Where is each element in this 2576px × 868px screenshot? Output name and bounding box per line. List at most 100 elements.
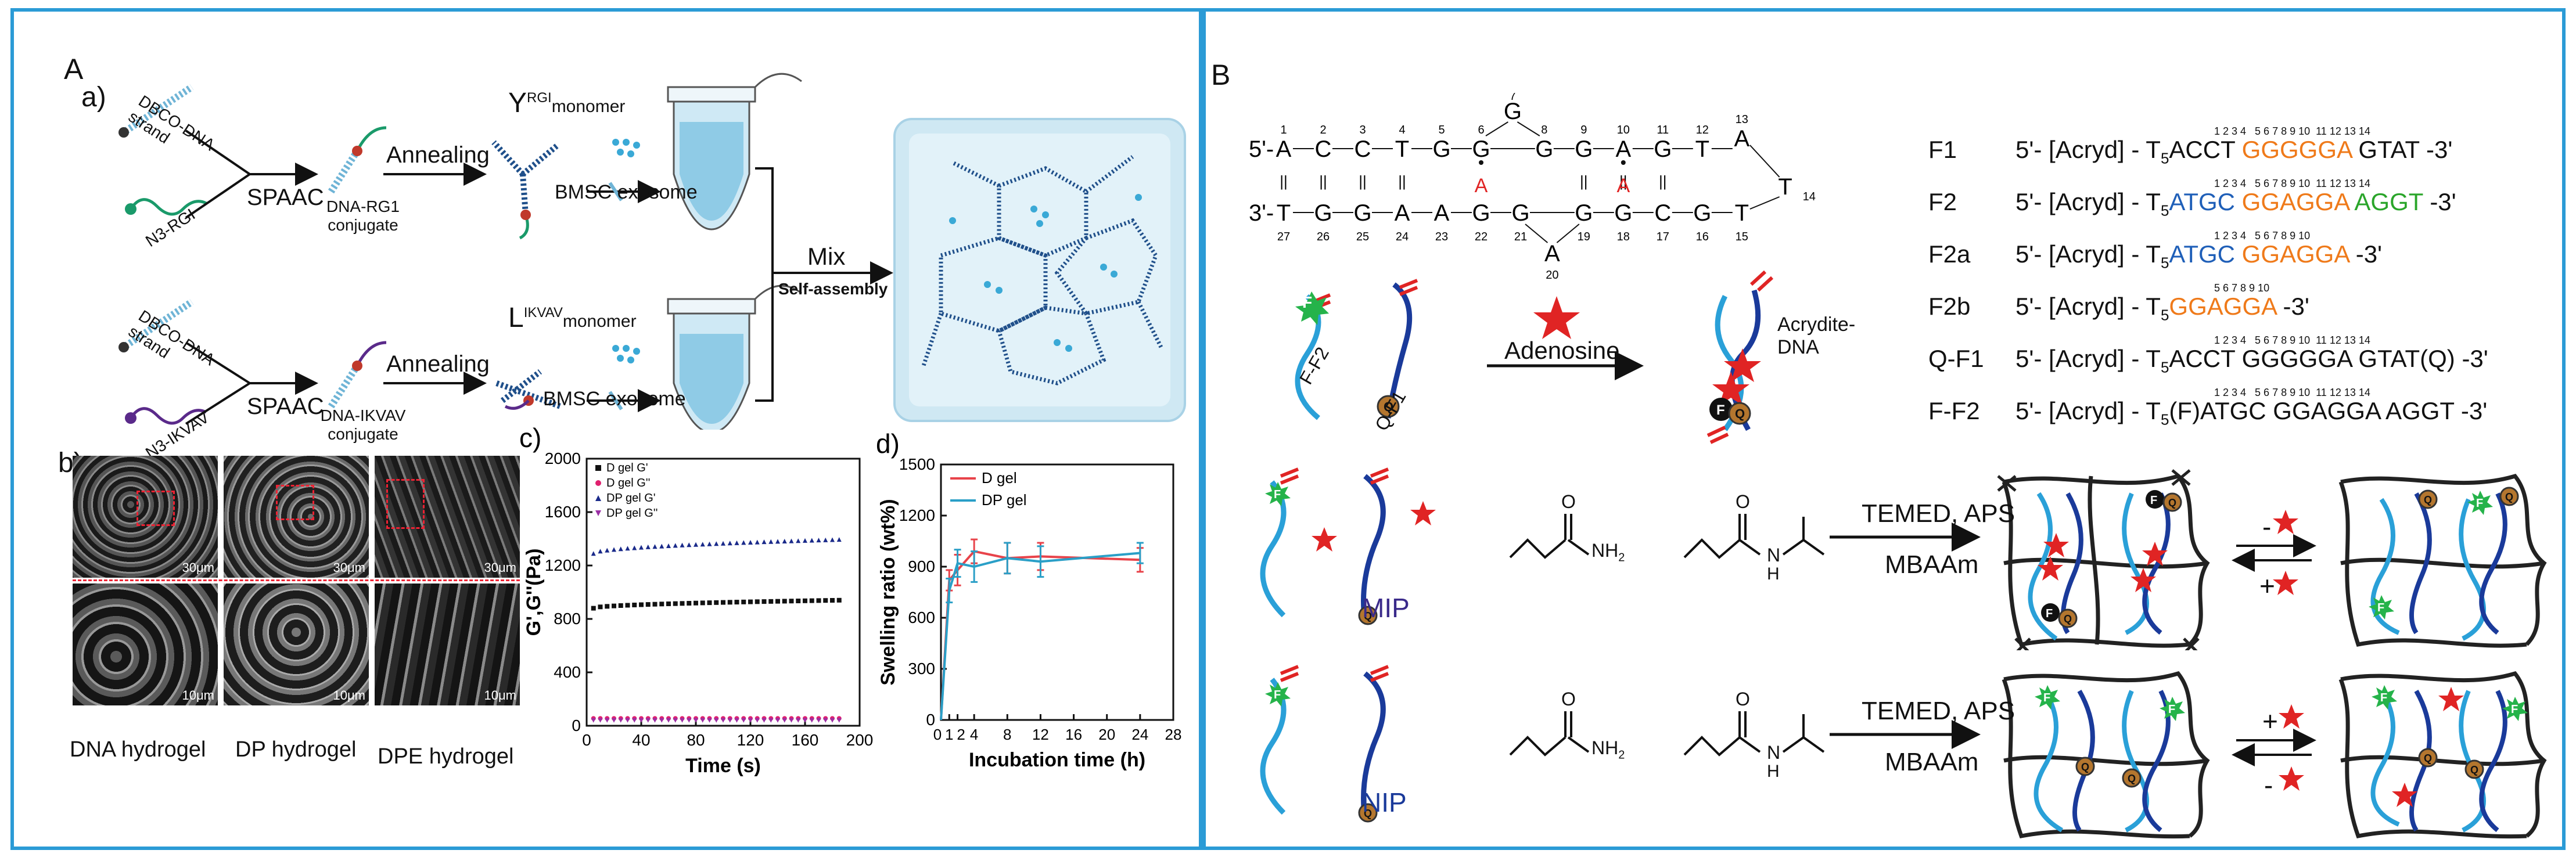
nh2-text: NH: [1591, 540, 1619, 561]
data-point: [673, 543, 678, 548]
sequence-name: F2b: [1928, 293, 1971, 320]
data-point: [830, 597, 835, 603]
hairpin-base-number: 5: [1438, 124, 1445, 136]
nip-nipam-o: O: [1736, 689, 1750, 709]
nip-reagents-top: TEMED, APS: [1862, 697, 2015, 725]
legend-marker: [595, 480, 601, 486]
panel-a-label: A: [64, 53, 84, 85]
x-tick-label: 1: [945, 726, 953, 743]
x-tick-label: 4: [970, 726, 978, 743]
hairpin-base: T: [1277, 200, 1291, 226]
data-point: [823, 718, 828, 723]
base-pair-mark: ||: [1280, 172, 1288, 190]
spaac-bottom-label: SPAAC: [247, 394, 324, 419]
sequence-segment: ATGC: [2169, 188, 2235, 215]
sequence-t-count: 5: [2160, 306, 2169, 324]
base-pair-mark: ||: [1659, 172, 1667, 190]
mix-label: Mix: [807, 243, 846, 270]
hairpin-base-number: 6: [1478, 124, 1484, 136]
sem-dp-hydrogel-30um: 30μm: [224, 456, 369, 578]
sem-dna-hydrogel-30um: 30μm: [73, 456, 218, 578]
x-tick-label: 160: [792, 731, 819, 749]
sequence-name: Q-F1: [1928, 345, 1984, 372]
sequence-segment: GGAGGA: [2234, 240, 2349, 268]
data-point: [659, 543, 664, 549]
series-line: [940, 552, 1141, 721]
self-assembly-label: Self-assembly: [778, 280, 888, 298]
data-point: [823, 537, 828, 542]
data-point: [687, 542, 692, 548]
legend-entry: DP gel: [982, 491, 1027, 509]
sem-zoom-box: [136, 491, 175, 526]
data-point: [598, 549, 603, 554]
fluorophore-label: F: [1302, 293, 1313, 311]
hairpin-base: G: [1654, 136, 1672, 162]
data-point: [748, 718, 753, 723]
data-point: [727, 718, 732, 723]
backbone-link: [1749, 196, 1780, 210]
data-point: [632, 545, 637, 550]
data-point: [666, 718, 671, 723]
exosome-dots-bottom: [612, 345, 640, 363]
y-tick-label: 800: [554, 610, 581, 628]
y-tick-label: 1200: [545, 556, 581, 574]
data-point: [836, 718, 842, 723]
legend-entry: D gel G': [606, 462, 648, 474]
data-point: [796, 538, 801, 543]
mip-nipam-n: N: [1767, 545, 1781, 566]
data-point: [796, 718, 801, 723]
assembly-schematic: [118, 73, 1186, 430]
exosome-dots-top: [612, 139, 640, 157]
data-point: [639, 545, 644, 550]
data-point: [789, 718, 794, 723]
sequence-t-count: 5: [2160, 410, 2169, 428]
hairpin-base: T: [1735, 200, 1749, 226]
data-point: [741, 599, 746, 604]
hairpin-base-number: 23: [1435, 230, 1448, 243]
backbone-link: [1517, 121, 1540, 136]
loop-end-base: T: [1778, 174, 1792, 200]
mip-nh2-label: NH2: [1591, 540, 1625, 564]
data-point: [714, 600, 719, 605]
sequence-suffix: -3': [2454, 397, 2488, 424]
mip-eq-minus: -: [2262, 512, 2272, 542]
y-tick-label: 1600: [545, 503, 581, 521]
mip-nipam-o: O: [1736, 491, 1750, 512]
sem-scale-label: 10μm: [484, 688, 516, 703]
hairpin-base-number: 24: [1396, 230, 1409, 243]
data-point: [591, 551, 596, 556]
data-point: [707, 541, 712, 546]
panel-b: [1202, 8, 2566, 850]
sequence-prefix: 5'- [Acryd] - T: [2015, 240, 2161, 268]
annealing-top-label: Annealing: [386, 142, 490, 168]
hairpin-base-number: 25: [1356, 230, 1369, 243]
hairpin-base-number: 3: [1359, 124, 1366, 136]
dna-ikvav-conjugate: [328, 341, 387, 409]
hairpin-base-number: 22: [1475, 230, 1488, 243]
wobble-dot: [1621, 160, 1626, 165]
data-point: [652, 544, 658, 549]
sem-scale-label: 10μm: [333, 688, 365, 703]
hairpin-base: G: [1353, 200, 1371, 226]
data-point: [789, 599, 794, 604]
x-tick-label: 2: [957, 726, 965, 743]
dbco-strand-top: [118, 84, 194, 138]
legend-marker: [595, 465, 601, 471]
chart-c-frame: [585, 458, 861, 727]
data-point: [803, 718, 807, 723]
hairpin-base: T: [1395, 136, 1409, 162]
monomer-bottom-sub: monomer: [562, 312, 637, 331]
data-point: [714, 718, 719, 723]
sem-dna-hydrogel-10um: 10μm: [73, 584, 218, 705]
x-tick-label: 20: [1098, 726, 1115, 743]
x-tick-label: 0: [933, 726, 942, 743]
data-point: [761, 599, 767, 604]
sem-divider: [73, 579, 520, 581]
data-point: [652, 718, 658, 723]
base-pair-mark: ||: [1580, 172, 1588, 190]
sem-scale-label: 30μm: [333, 560, 365, 575]
y-tick-label: 0: [926, 711, 935, 729]
data-point: [694, 542, 698, 547]
data-point: [625, 718, 630, 723]
